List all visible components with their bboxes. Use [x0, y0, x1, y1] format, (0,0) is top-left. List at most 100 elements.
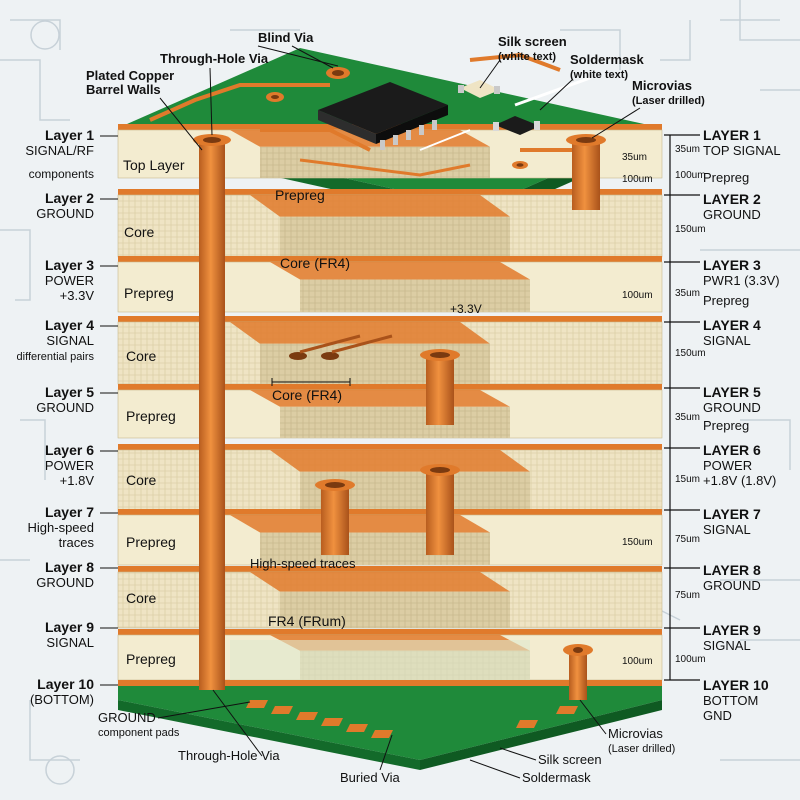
right-layer-name: LAYER 9	[703, 622, 761, 638]
vias	[193, 134, 606, 700]
microvia-bottom	[569, 650, 587, 700]
left-layer-desc: (BOTTOM)	[30, 692, 94, 707]
soldermask-bottom-label: Soldermask	[522, 770, 591, 785]
right-layer-desc: TOP SIGNAL	[703, 143, 781, 158]
inner-thickness-label: 35um	[622, 152, 647, 163]
silk-screen-label: (white text)	[498, 51, 556, 63]
stack-label: FR4 (FRum)	[268, 613, 346, 629]
right-layer-desc: BOTTOM	[703, 693, 758, 708]
silk-screen-label: Silk screen	[498, 34, 567, 49]
right-layer-name: LAYER 10	[703, 677, 769, 693]
right-layer-name: LAYER 4	[703, 317, 761, 333]
right-layer-desc: SIGNAL	[703, 522, 751, 537]
right-layer-desc: GROUND	[703, 400, 761, 415]
thickness-label: 35um	[675, 144, 700, 155]
stack-label: Top Layer	[123, 157, 185, 173]
smd-capacitor	[458, 80, 500, 98]
microvia-top	[572, 140, 600, 210]
thickness-label: 150um	[675, 348, 706, 359]
thickness-label: 75um	[675, 534, 700, 545]
stack-label: Core (FR4)	[280, 255, 350, 271]
plated-copper-label: Plated Copper	[86, 68, 174, 83]
left-layer-name: Layer 2	[45, 190, 94, 206]
thickness-label: 100um	[675, 654, 706, 665]
copper-foil-layer	[118, 256, 662, 262]
thickness-label: 35um	[675, 288, 700, 299]
ground-pad	[556, 706, 578, 714]
blind-via-barrel	[426, 355, 454, 425]
plated-copper-label: Barrel Walls	[86, 82, 161, 97]
smd-resistor	[493, 116, 540, 135]
right-layer-name: LAYER 2	[703, 191, 761, 207]
left-layer-desc: traces	[59, 535, 95, 550]
stack-label: Core	[126, 472, 157, 488]
right-layer-name: LAYER 1	[703, 127, 761, 143]
stack-label: Prepreg	[126, 408, 176, 424]
blind-via-label: Blind Via	[258, 30, 314, 45]
left-layer-desc: GROUND	[36, 575, 94, 590]
stack-label: High-speed traces	[250, 556, 356, 571]
left-layer-desc: GROUND	[36, 400, 94, 415]
copper-foil-layer	[118, 509, 662, 515]
ground-pad	[321, 718, 343, 726]
right-layer-desc: +1.8V (1.8V)	[703, 473, 776, 488]
through-hole-via-barrel	[199, 140, 225, 690]
left-layer-name: Layer 1	[45, 127, 94, 143]
copper-foil-layer	[118, 189, 662, 195]
left-layer-desc: +1.8V	[60, 473, 95, 488]
right-layer-desc: GROUND	[703, 207, 761, 222]
ground-pad	[516, 720, 538, 728]
stack-label: Prepreg	[275, 187, 325, 203]
stack-label: Core	[126, 348, 157, 364]
ground-pad	[246, 700, 268, 708]
right-prepreg-label: Prepreg	[703, 293, 749, 308]
left-layer-desc: SIGNAL	[46, 635, 94, 650]
copper-foil-layer	[118, 566, 662, 572]
left-layer-name: Layer 10	[37, 676, 94, 692]
left-layer-desc: differential pairs	[17, 351, 95, 363]
right-layer-name: LAYER 5	[703, 384, 761, 400]
thickness-label: 15um	[675, 474, 700, 485]
ground-pad	[271, 706, 293, 714]
ic-chip	[318, 82, 448, 150]
right-layer-desc: GROUND	[703, 578, 761, 593]
thickness-label: 100um	[675, 170, 706, 181]
right-layer-name: LAYER 3	[703, 257, 761, 273]
inner-thickness-label: 150um	[622, 537, 653, 548]
ground-pads-label: GROUND	[98, 710, 156, 725]
left-layer-desc: POWER	[45, 273, 94, 288]
right-layer-name: LAYER 6	[703, 442, 761, 458]
copper-foil-layer	[118, 384, 662, 390]
silk-screen-bottom-label: Silk screen	[538, 752, 602, 767]
inner-thickness-label: 100um	[622, 656, 653, 667]
soldermask-label: Soldermask	[570, 52, 644, 67]
left-layer-desc: GROUND	[36, 206, 94, 221]
stack-label: +3.3V	[450, 302, 482, 316]
labels: 35um 100um 150um 35um 150um 35um 15um 75um 75um 1…	[17, 30, 781, 785]
copper-foil-layer	[118, 629, 662, 635]
thickness-label: 75um	[675, 590, 700, 601]
microvias-bottom-label: Microvias	[608, 726, 663, 741]
right-prepreg-label: Prepreg	[703, 170, 749, 185]
right-layer-desc: GND	[703, 708, 732, 723]
inner-thickness-label: 100um	[622, 174, 653, 185]
left-layer-desc: SIGNAL	[46, 333, 94, 348]
stack-label: Prepreg	[124, 285, 174, 301]
right-layer-name: LAYER 7	[703, 506, 761, 522]
dimension-rulers	[664, 134, 700, 681]
left-layer-desc: POWER	[45, 458, 94, 473]
microvias-bottom-label: (Laser drilled)	[608, 743, 675, 755]
microvias-label: Microvias	[632, 78, 692, 93]
left-layer-name: Layer 7	[45, 504, 94, 520]
soldermask-label: (white text)	[570, 69, 628, 81]
left-layer-name: Layer 6	[45, 442, 94, 458]
microvias-label: (Laser drilled)	[632, 95, 705, 107]
ground-pad	[371, 730, 393, 738]
buried-via-barrel	[321, 485, 349, 555]
ground-pads-label: component pads	[98, 727, 180, 739]
stack-label: Core	[124, 224, 155, 240]
stack-label: Core	[126, 590, 157, 606]
